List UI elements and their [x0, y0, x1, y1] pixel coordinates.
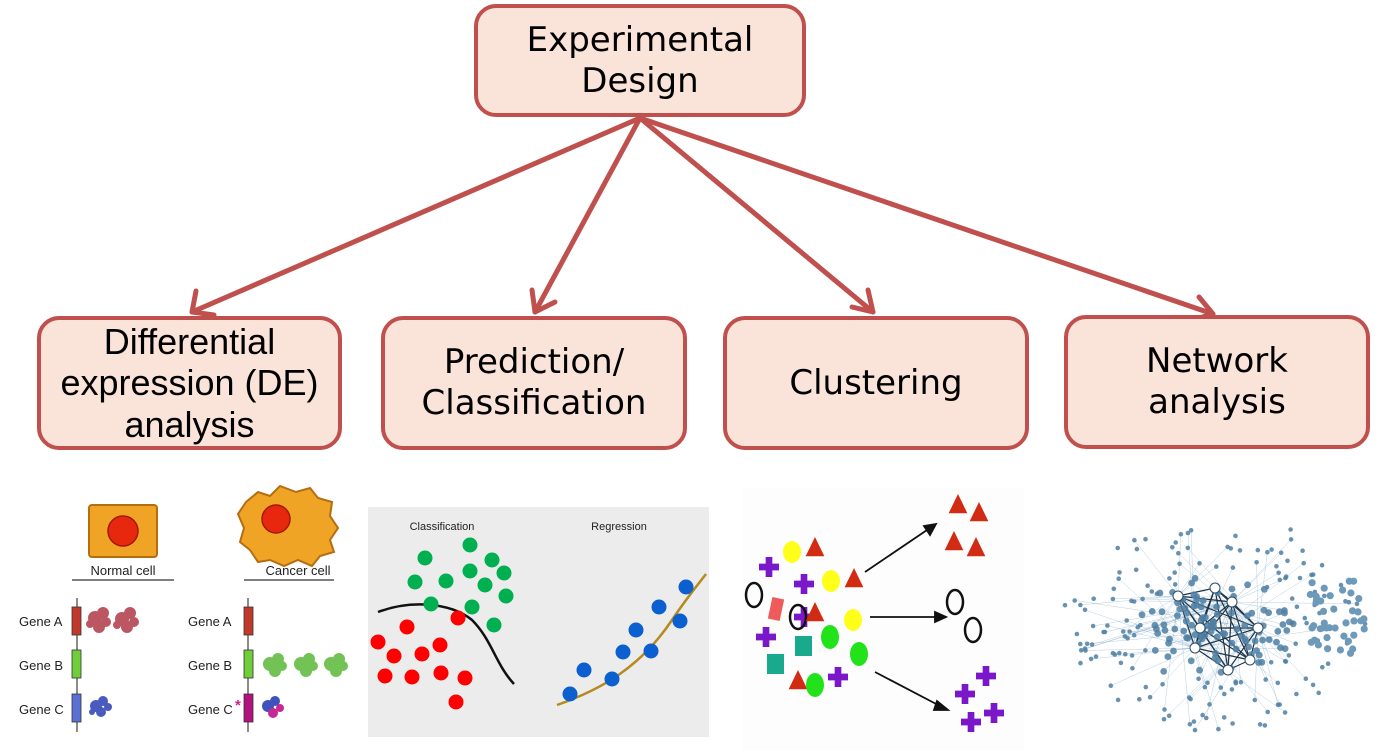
prediction-classification-box: Prediction/ Classification — [381, 316, 687, 450]
clustering-box: Clustering — [723, 316, 1029, 450]
network-analysis-box: Network analysis — [1064, 315, 1370, 449]
de-analysis-box: Differential expression (DE) analysis — [37, 316, 342, 450]
prediction-line-1: Prediction/ — [443, 342, 625, 383]
arrow-to-network — [637, 115, 1216, 317]
arrow-to-clustering — [637, 115, 876, 315]
arrow-to-prediction — [532, 115, 643, 315]
clustering-label: Clustering — [789, 362, 963, 403]
arrowhead-prediction — [529, 287, 558, 315]
arrowhead-de — [189, 288, 217, 318]
de-analysis-line-1: Differential — [103, 320, 276, 362]
de-analysis-line-2: expression (DE) — [60, 362, 319, 404]
de-analysis-line-3: analysis — [124, 403, 255, 445]
prediction-line-2: Classification — [421, 383, 647, 423]
arrow-to-de — [189, 115, 643, 315]
network-line-1: Network — [1146, 341, 1288, 382]
experimental-design-line-1: Experimental — [526, 19, 754, 60]
network-line-2: analysis — [1148, 382, 1286, 422]
experimental-design-line-2: Design — [581, 60, 699, 101]
experimental-design-box: Experimental Design — [474, 4, 806, 117]
arrowhead-clustering — [849, 287, 876, 315]
